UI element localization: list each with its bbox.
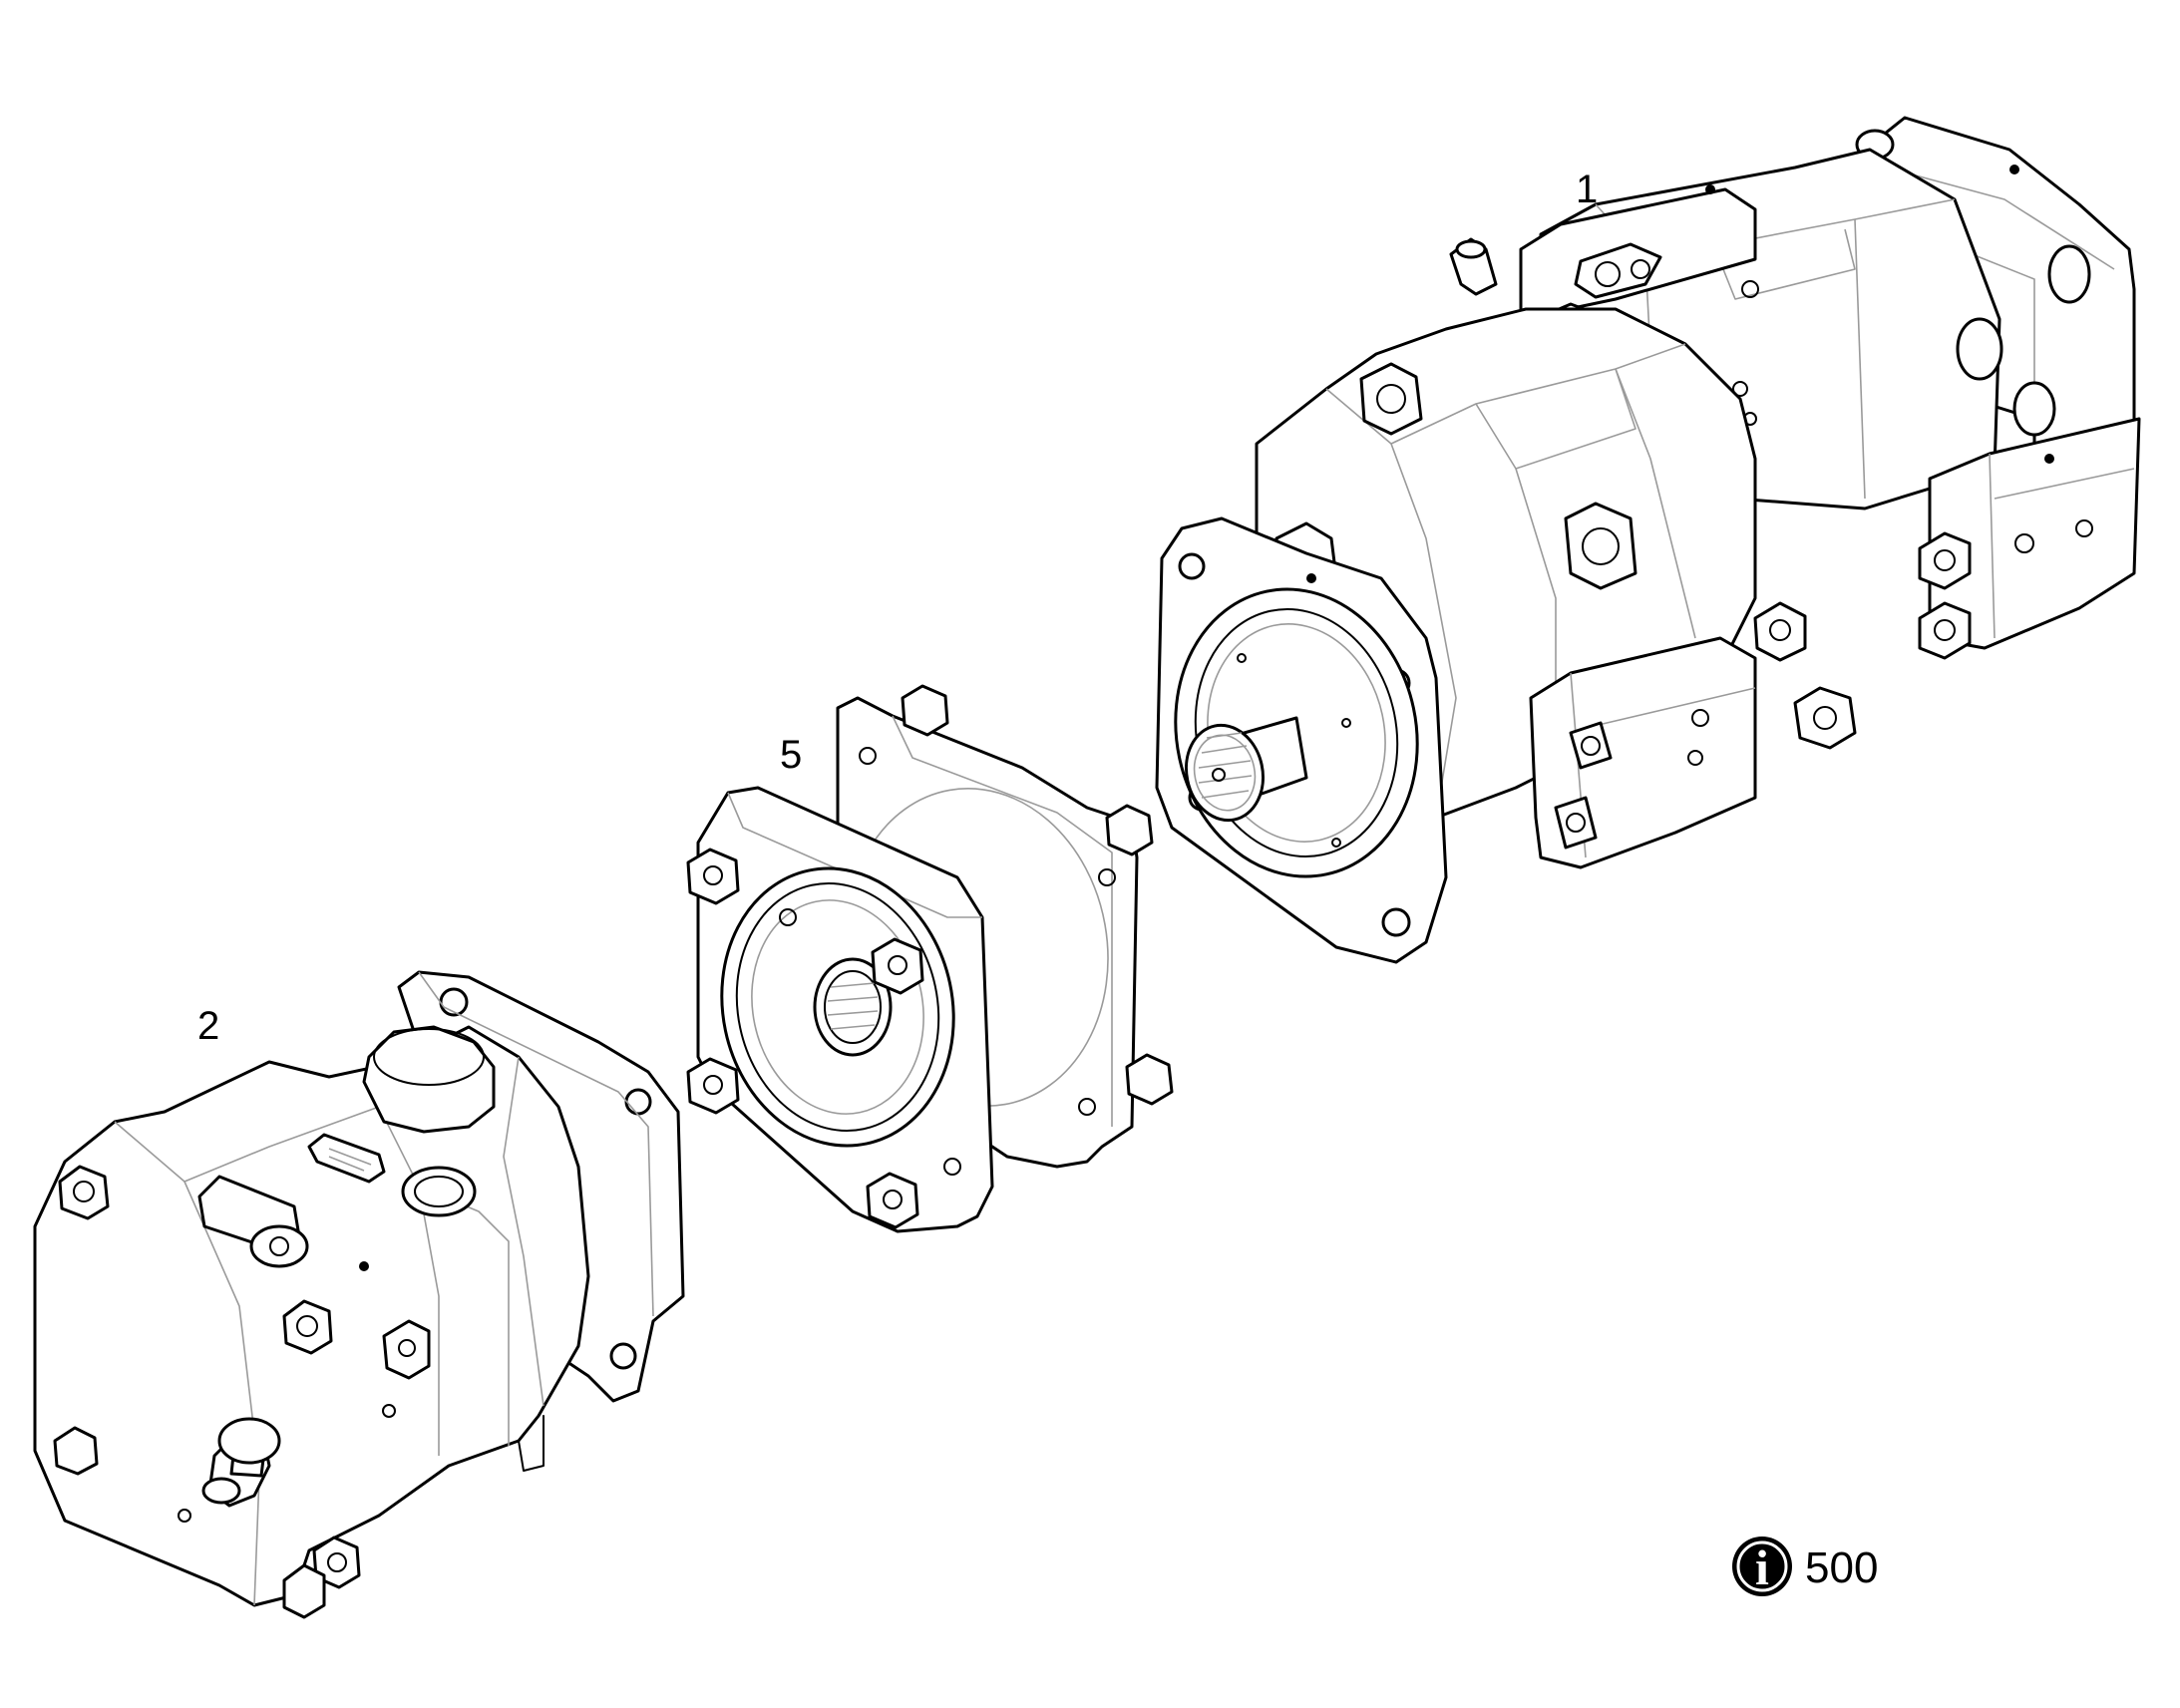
adapter-housing-5: [686, 684, 1174, 1233]
pump-2: [33, 970, 685, 1619]
info-badge: i 500: [1732, 1537, 1878, 1596]
info-number: 500: [1805, 1543, 1878, 1592]
pump-assembly-1: [1155, 116, 2141, 964]
callout-label-2: 2: [197, 1004, 219, 1048]
info-icon: [1732, 1537, 1792, 1596]
callout-label-5: 5: [780, 733, 802, 777]
callout-label-1: 1: [1576, 168, 1598, 211]
info-glyph: i: [1755, 1539, 1769, 1595]
